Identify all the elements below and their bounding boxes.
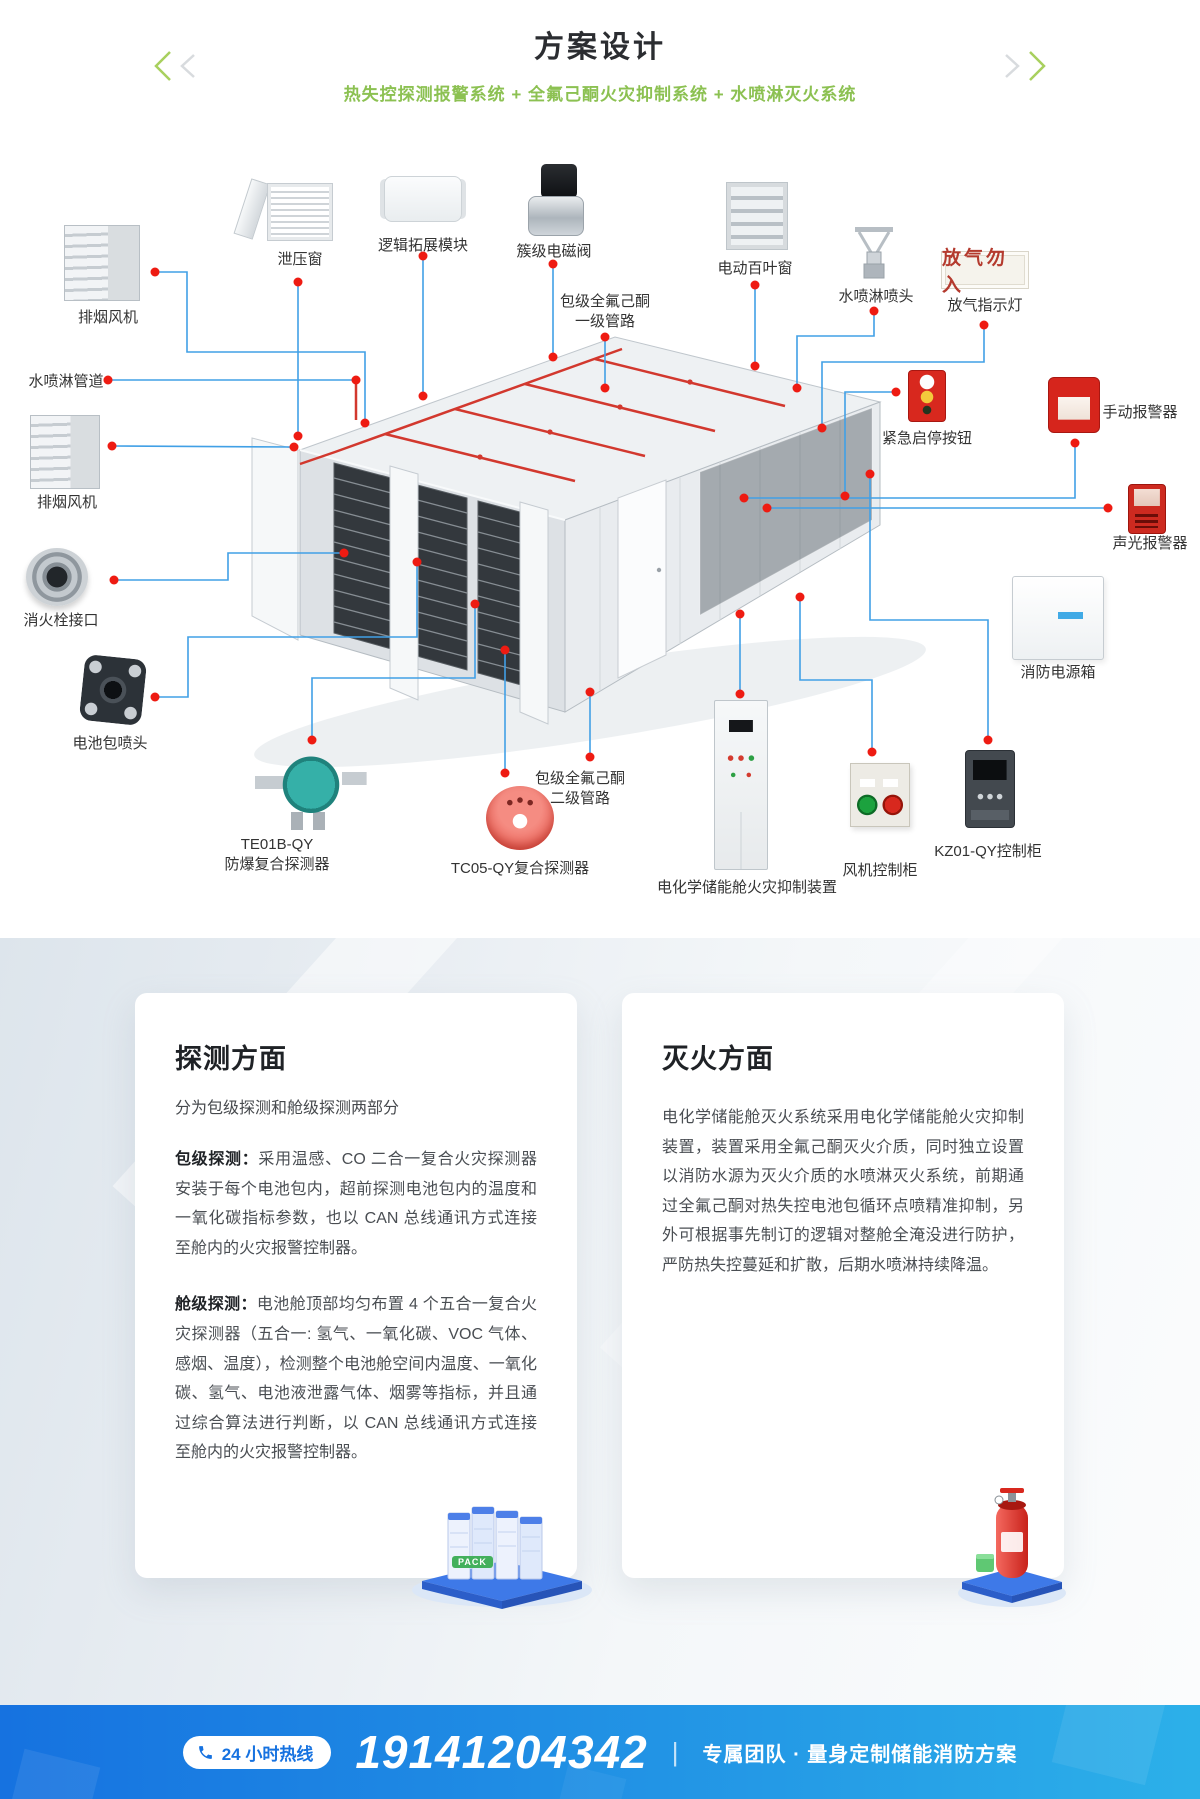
label-suppression-cabinet: 电化学储能舱火灾抑制装置 bbox=[656, 879, 838, 896]
label-logic-module: 逻辑拓展模块 bbox=[377, 237, 469, 254]
label-exhaust-fan-top: 排烟风机 bbox=[77, 309, 139, 326]
hotline-label: 24 小时热线 bbox=[221, 1744, 314, 1764]
footer-divider: | bbox=[671, 1736, 679, 1767]
relief-window-image bbox=[267, 183, 333, 241]
label-kz01-controller: KZ01-QY控制柜 bbox=[934, 843, 1042, 860]
solenoid-valve-body-image bbox=[528, 196, 584, 236]
page-title: 方案设计 bbox=[534, 31, 666, 64]
label-manual-alarm: 手动报警器 bbox=[1102, 404, 1178, 421]
label-solenoid-valve: 簇级电磁阀 bbox=[516, 243, 592, 260]
emergency-button-image bbox=[908, 370, 946, 422]
exhaust-fan-image bbox=[64, 225, 140, 301]
extinguisher-illustration bbox=[958, 1488, 1066, 1607]
footer-tagline: 专属团队 · 量身定制储能消防方案 bbox=[702, 1743, 1018, 1766]
kz01-controller-image bbox=[965, 750, 1015, 828]
te01b-detector-image bbox=[255, 752, 367, 830]
electric-louver-image bbox=[726, 182, 788, 250]
footer: 24 小时热线 19141204342 | 专属团队 · 量身定制储能消防方案 bbox=[0, 1705, 1200, 1799]
pack-level-paragraph: 包级探测：采用温感、CO 二合一复合火灾探测器安装于每个电池包内，超前探测电池包… bbox=[175, 1151, 537, 1257]
hotline-number: 19141204342 bbox=[355, 1726, 648, 1778]
chevron-right-icon[interactable] bbox=[992, 48, 1052, 84]
logic-module-image bbox=[384, 176, 462, 222]
detection-card: 探测方面 分为包级探测和舱级探测两部分 包级探测：采用温感、CO 二合一复合火灾… bbox=[135, 993, 577, 1578]
label-emergency-button: 紧急启停按钮 bbox=[881, 430, 973, 447]
fire-power-box-image bbox=[1012, 576, 1104, 660]
pack-tag: PACK bbox=[452, 1556, 493, 1568]
battery-pack-illustration bbox=[412, 1506, 592, 1609]
exhaust-fan-image bbox=[30, 415, 100, 489]
footer-decoration bbox=[5, 1748, 101, 1799]
label-sounder-strobe: 声光报警器 bbox=[1112, 535, 1188, 552]
solenoid-valve-coil-image bbox=[541, 164, 577, 198]
detection-card-intro: 分为包级探测和舱级探测两部分 bbox=[175, 1100, 400, 1117]
cabin-level-paragraph: 舱级探测：电池舱顶部均匀布置 4 个五合一复合火灾探测器（五合一: 氢气、一氧化… bbox=[175, 1296, 537, 1462]
fan-control-panel-image bbox=[850, 763, 910, 827]
label-electric-louver: 电动百叶窗 bbox=[717, 260, 793, 277]
manual-alarm-image bbox=[1048, 377, 1100, 433]
extinguishing-card-title: 灭火方面 bbox=[662, 1044, 774, 1074]
tc05-detector-image bbox=[486, 786, 554, 850]
label-fan-control-panel: 风机控制柜 bbox=[842, 862, 918, 879]
label-sprinkler: 水喷淋喷头 bbox=[838, 288, 914, 305]
label-secondary-pipe: 包级全氟己酮二级管路 bbox=[534, 770, 626, 808]
label-pack-nozzle: 电池包喷头 bbox=[72, 735, 148, 752]
suppression-cabinet-image bbox=[714, 700, 768, 870]
pack-nozzle-image bbox=[78, 653, 148, 727]
hotline-pill: 24 小时热线 bbox=[182, 1735, 332, 1769]
label-relief-window: 泄压窗 bbox=[277, 251, 323, 268]
label-spray-pipe: 水喷淋管道 bbox=[28, 373, 104, 390]
page-header: 方案设计 热失控探测报警系统 + 全氟己酮火灾抑制系统 + 水喷淋灭火系统 bbox=[0, 22, 1200, 105]
label-tc05-detector: TC05-QY复合探测器 bbox=[450, 860, 590, 877]
page-subtitle: 热失控探测报警系统 + 全氟己酮火灾抑制系统 + 水喷淋灭火系统 bbox=[343, 85, 857, 104]
label-hydrant-coupling: 消火栓接口 bbox=[23, 612, 99, 629]
label-exhaust-fan-left: 排烟风机 bbox=[36, 494, 98, 511]
label-gas-indicator: 放气指示灯 bbox=[947, 297, 1023, 314]
detection-card-title: 探测方面 bbox=[175, 1044, 287, 1074]
phone-icon bbox=[198, 1745, 212, 1759]
label-primary-pipe: 包级全氟己酮一级管路 bbox=[559, 293, 651, 331]
extinguishing-card: 灭火方面 电化学储能舱灭火系统采用电化学储能舱火灾抑制装置，装置采用全氟己酮灭火… bbox=[622, 993, 1064, 1578]
extinguishing-paragraph: 电化学储能舱灭火系统采用电化学储能舱火灾抑制装置，装置采用全氟己酮灭火介质，同时… bbox=[662, 1109, 1024, 1274]
label-fire-power-box: 消防电源箱 bbox=[1020, 664, 1096, 681]
hydrant-coupling-image bbox=[26, 548, 88, 606]
chevron-left-icon[interactable] bbox=[148, 48, 208, 84]
sounder-strobe-image bbox=[1128, 484, 1166, 534]
gas-release-sign-text: 放气勿入 bbox=[942, 248, 1009, 296]
footer-decoration bbox=[1051, 1705, 1169, 1786]
gas-release-sign: 放气勿入 bbox=[941, 248, 1029, 296]
